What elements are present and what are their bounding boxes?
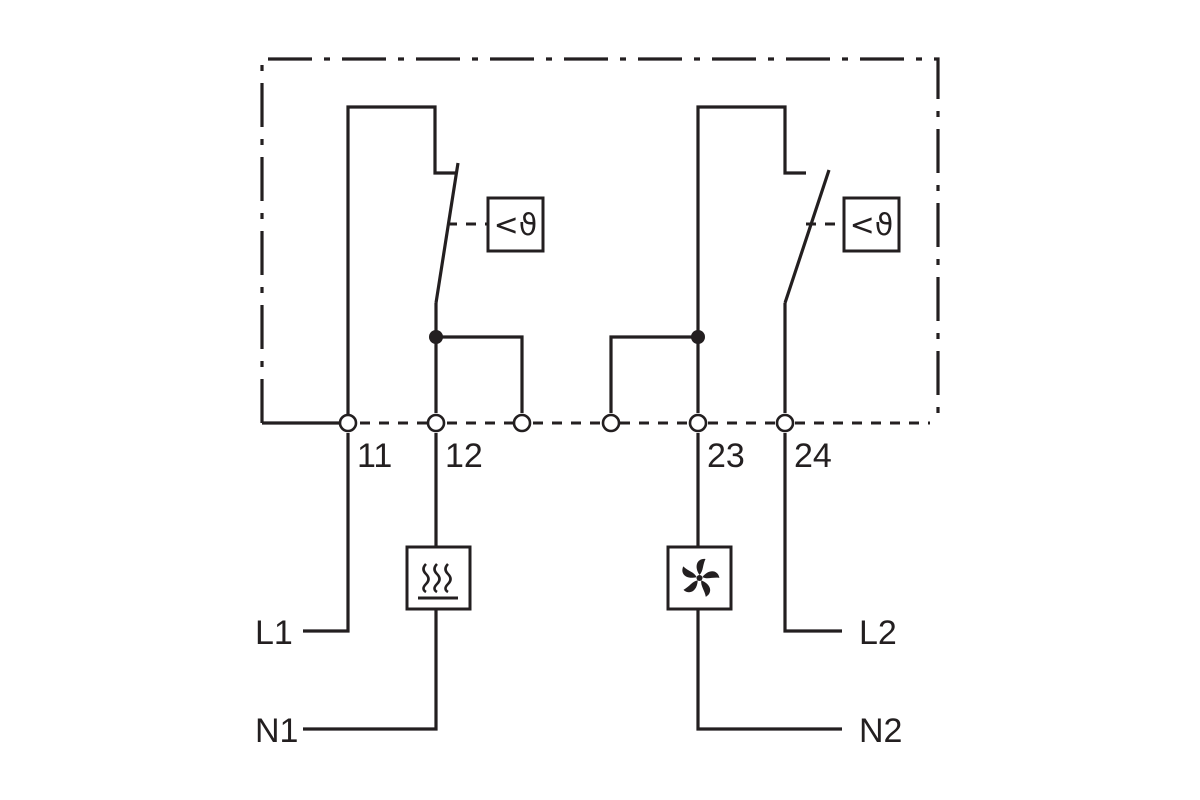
terminal-bridge-right xyxy=(601,413,621,433)
supply-label-l1: L1 xyxy=(255,614,293,652)
terminals xyxy=(338,413,795,433)
left-contact-circuit xyxy=(346,105,524,423)
enclosure xyxy=(260,57,940,425)
fan-icon xyxy=(666,545,733,611)
temperature-sensor-left: <ϑ xyxy=(486,196,545,253)
terminal-label-23: 23 xyxy=(707,437,745,475)
temperature-sensor-right: <ϑ xyxy=(842,196,901,253)
terminal-bridge-left xyxy=(512,413,532,433)
supply-label-n2: N2 xyxy=(859,712,902,750)
right-contact-circuit xyxy=(609,105,843,413)
terminal-label-12: 12 xyxy=(445,437,483,475)
external-wiring xyxy=(303,433,842,731)
terminal-23 xyxy=(688,413,708,433)
supply-label-l2: L2 xyxy=(859,614,897,652)
sensor-symbol-left: <ϑ xyxy=(494,208,538,243)
terminal-label-24: 24 xyxy=(794,437,832,475)
terminal-12 xyxy=(426,413,446,433)
heater-icon xyxy=(405,545,472,611)
sensor-symbol-right: <ϑ xyxy=(850,208,894,243)
junction-node-right xyxy=(691,330,705,344)
terminal-11 xyxy=(338,413,358,433)
supply-label-n1: N1 xyxy=(255,712,298,750)
terminal-24 xyxy=(775,413,795,433)
junction-node-left xyxy=(429,330,443,344)
terminal-label-11: 11 xyxy=(357,437,392,475)
